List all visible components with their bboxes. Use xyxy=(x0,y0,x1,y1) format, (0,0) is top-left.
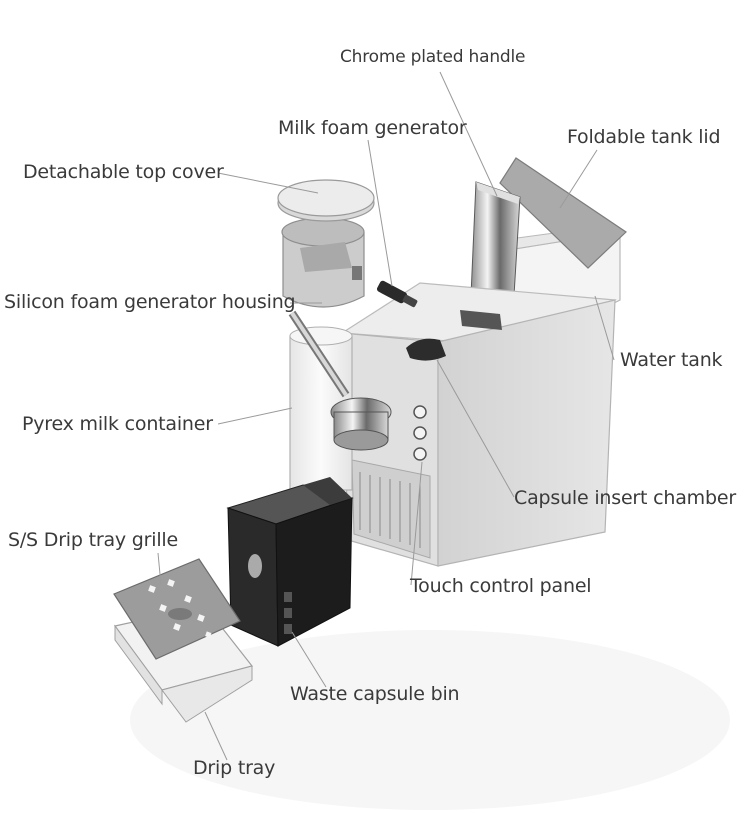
label-detachable-top-cover: Detachable top cover xyxy=(23,161,224,183)
label-chrome-handle: Chrome plated handle xyxy=(340,47,526,67)
chrome-outlet xyxy=(288,310,392,451)
label-milk-foam-generator: Milk foam generator xyxy=(278,117,467,139)
drip-tray-grille xyxy=(113,558,241,660)
floor-shadow xyxy=(130,630,730,810)
top-cover xyxy=(277,179,375,222)
label-foldable-tank-lid: Foldable tank lid xyxy=(567,126,721,148)
foam-housing xyxy=(281,217,365,308)
label-silicon-housing: Silicon foam generator housing xyxy=(4,291,296,313)
foam-generator-nozzle xyxy=(376,280,418,308)
label-water-tank: Water tank xyxy=(620,349,723,371)
label-drip-tray: Drip tray xyxy=(193,757,276,779)
label-waste-bin: Waste capsule bin xyxy=(290,683,460,705)
leader-lines xyxy=(157,71,615,761)
label-pyrex-container: Pyrex milk container xyxy=(22,413,213,435)
label-touch-panel: Touch control panel xyxy=(410,575,592,597)
label-drip-tray-grille: S/S Drip tray grille xyxy=(8,529,178,551)
label-capsule-chamber: Capsule insert chamber xyxy=(514,487,736,509)
touch-control-panel xyxy=(413,405,427,461)
waste-bin xyxy=(226,477,354,647)
foldable-tank-lid xyxy=(499,157,627,269)
